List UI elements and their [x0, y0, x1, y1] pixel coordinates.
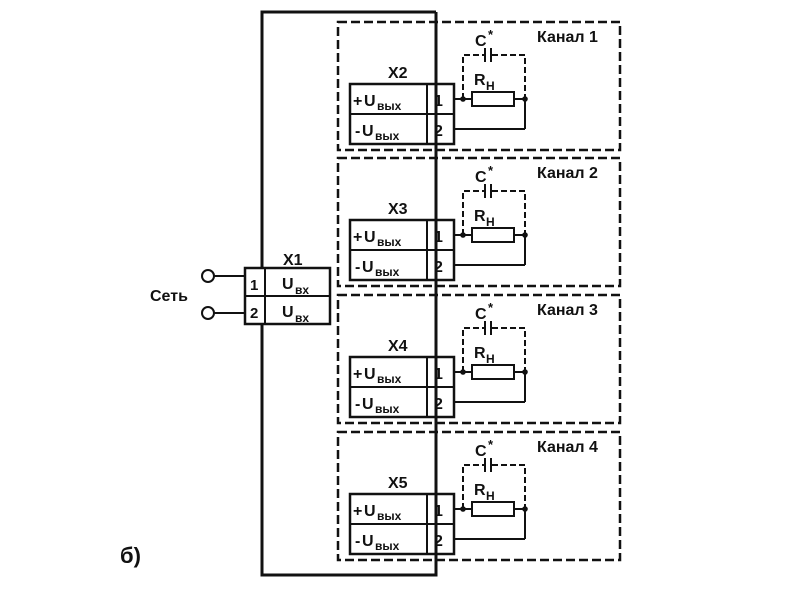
pin-signal: U — [282, 276, 294, 293]
resistor — [471, 227, 515, 243]
channel-frame — [336, 430, 622, 562]
resistor-label: R — [474, 482, 486, 499]
figure-label: б) — [120, 543, 141, 568]
channel-label: Канал 1 — [537, 29, 598, 46]
connector-label-x1: X1 — [283, 252, 303, 269]
pin-signal-sub: вых — [375, 539, 400, 553]
pin-number: 2 — [250, 305, 258, 322]
pin-number: 2 — [434, 123, 443, 140]
capacitor-wire — [492, 327, 526, 372]
channel-label: Канал 3 — [537, 302, 598, 319]
connector-label: X5 — [388, 475, 408, 492]
resistor-label: R — [474, 208, 486, 225]
pin-signal: U — [282, 304, 294, 321]
resistor-label-sub: Н — [486, 215, 495, 229]
pin-signal: U — [362, 123, 374, 140]
resistor — [471, 91, 515, 107]
pin-signal: U — [364, 503, 376, 520]
pin-signal-sub: вых — [375, 265, 400, 279]
resistor-label: R — [474, 72, 486, 89]
pin-signal-sub: вых — [375, 402, 400, 416]
capacitor-label: C — [475, 306, 487, 323]
channel-label: Канал 2 — [537, 165, 598, 182]
pin-signal: U — [364, 93, 376, 110]
pin-signal-sub: вых — [377, 235, 402, 249]
capacitor-wire — [492, 54, 526, 99]
pin-number: 2 — [434, 533, 443, 550]
channel-frame — [336, 156, 622, 288]
capacitor-mark: * — [488, 300, 494, 315]
pin-signal: U — [362, 259, 374, 276]
pin-signal-sub: вых — [377, 99, 402, 113]
channel-label: Канал 4 — [537, 439, 598, 456]
resistor-label: R — [474, 345, 486, 362]
terminal-circle — [201, 306, 215, 320]
capacitor-wire — [492, 464, 526, 509]
capacitor-mark: * — [488, 437, 494, 452]
pin-signal-sub: вх — [295, 311, 309, 325]
connector-label: X2 — [388, 65, 408, 82]
pin-signal-sub: вых — [377, 372, 402, 386]
pin-number: 2 — [434, 396, 443, 413]
channel-frame — [336, 20, 622, 152]
capacitor-label: C — [475, 169, 487, 186]
pin-sign: + — [353, 366, 362, 383]
pin-signal-sub: вых — [377, 509, 402, 523]
pin-sign: + — [353, 93, 362, 110]
pin-signal: U — [362, 533, 374, 550]
connector-label: X3 — [388, 201, 408, 218]
pin-sign: + — [353, 229, 362, 246]
pin-number: 1 — [250, 277, 258, 294]
capacitor-wire — [492, 190, 526, 235]
capacitor-mark: * — [488, 27, 494, 42]
resistor — [471, 364, 515, 380]
pin-number: 1 — [434, 366, 443, 383]
pin-number: 1 — [434, 503, 443, 520]
pin-sign: - — [355, 396, 360, 413]
network-terminals: Сеть — [150, 269, 245, 320]
capacitor-wire — [462, 464, 484, 509]
terminal-circle — [201, 269, 215, 283]
pin-sign: - — [355, 123, 360, 140]
pin-sign: - — [355, 533, 360, 550]
pin-signal-sub: вх — [295, 283, 309, 297]
capacitor-wire — [462, 327, 484, 372]
pin-number: 1 — [434, 93, 443, 110]
pin-number: 2 — [434, 259, 443, 276]
capacitor-wire — [462, 190, 484, 235]
capacitor-wire — [462, 54, 484, 99]
capacitor-mark: * — [488, 163, 494, 178]
capacitor-label: C — [475, 443, 487, 460]
capacitor-label: C — [475, 33, 487, 50]
pin-signal: U — [364, 366, 376, 383]
resistor-label-sub: Н — [486, 489, 495, 503]
resistor-label-sub: Н — [486, 79, 495, 93]
resistor-label-sub: Н — [486, 352, 495, 366]
pin-signal: U — [364, 229, 376, 246]
pin-sign: - — [355, 259, 360, 276]
channel-frame — [336, 293, 622, 425]
input-connector-x1: X1 1 2 U вх U вх — [243, 252, 332, 326]
resistor — [471, 501, 515, 517]
network-label: Сеть — [150, 288, 188, 305]
pin-sign: + — [353, 503, 362, 520]
pin-number: 1 — [434, 229, 443, 246]
pin-signal: U — [362, 396, 374, 413]
pin-signal-sub: вых — [375, 129, 400, 143]
connector-label: X4 — [388, 338, 408, 355]
